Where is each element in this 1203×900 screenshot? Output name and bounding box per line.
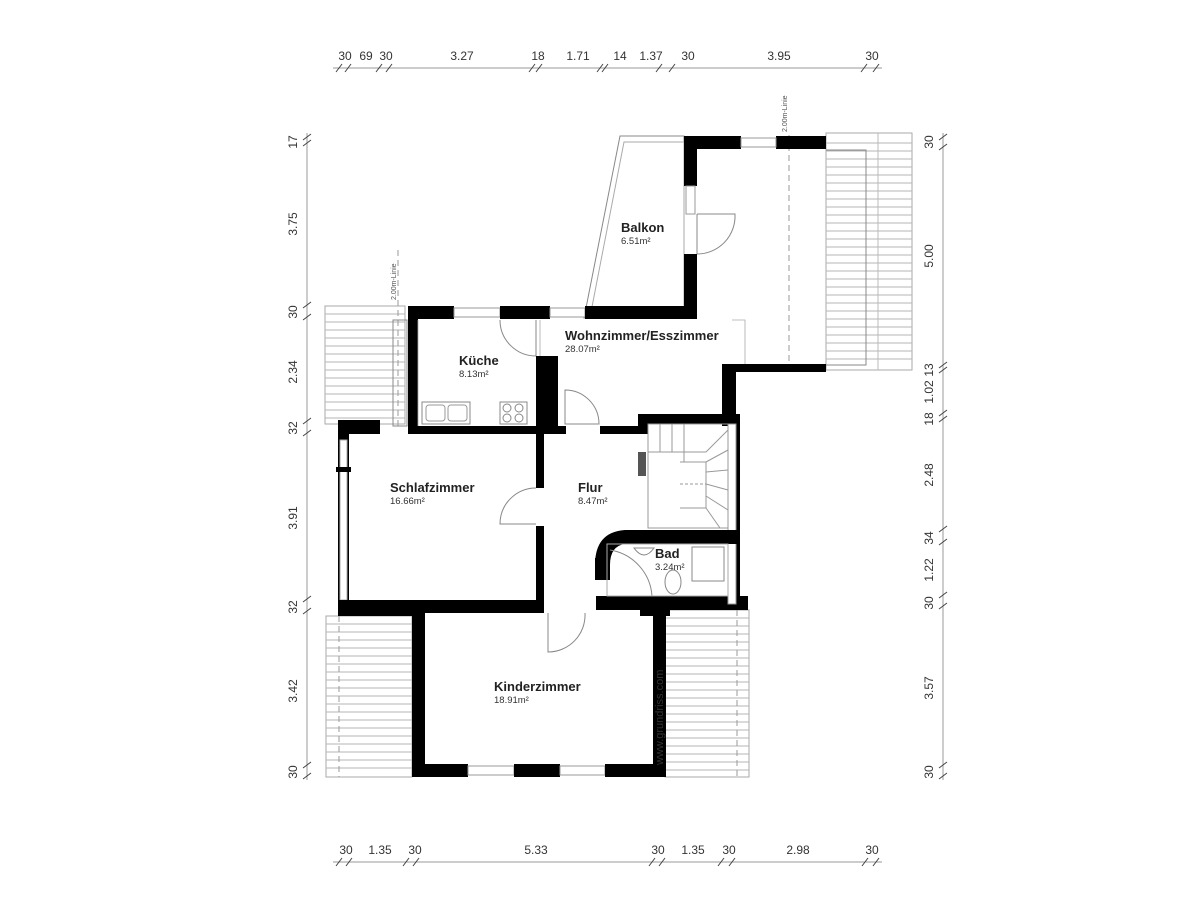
dim-top-2: 30 [379,49,393,63]
dimension-left: 17 3.75 30 2.34 32 3.91 32 3.42 30 [286,133,312,780]
room-bad: Bad 3.24m² [655,546,685,573]
room-schlafzimmer: Schlafzimmer 16.66m² [390,480,475,507]
dim-bottom-3: 5.33 [524,843,548,857]
dim-bottom-1: 1.35 [368,843,392,857]
dim-left-6: 32 [286,600,300,614]
dim-left-8: 30 [286,765,300,779]
roof-hatch-bottom-left [325,615,413,778]
roof-hatch-bottom-right [664,609,750,778]
room-name-wohnzimmer: Wohnzimmer/Esszimmer [565,328,719,343]
dim-right-2: 13 [922,363,936,377]
dim-right-1: 5.00 [922,244,936,268]
room-area-kinderzimmer: 18.91m² [494,695,529,706]
dim-top-5: 1.71 [566,49,590,63]
dim-bottom-4: 30 [651,843,665,857]
door-kitchen [499,319,537,357]
room-area-schlafzimmer: 16.66m² [390,496,425,507]
dim-right-8: 30 [922,596,936,610]
line-2m-label-left: 2.00m-Linie [391,263,398,300]
dim-right-4: 18 [922,412,936,426]
inner-lines [417,319,746,426]
room-name-balkon: Balkon [621,220,664,235]
dim-bottom-7: 2.98 [786,843,810,857]
dim-right-5: 2.48 [922,463,936,487]
dim-top-7: 1.37 [639,49,663,63]
dimension-right: 30 5.00 13 1.02 18 2.48 34 1.22 30 3.57 … [922,133,948,780]
room-name-flur: Flur [578,480,603,495]
dim-left-1: 3.75 [286,212,300,236]
dim-bottom-2: 30 [408,843,422,857]
dim-left-7: 3.42 [286,679,300,703]
room-area-flur: 8.47m² [578,496,608,507]
room-wohnzimmer: Wohnzimmer/Esszimmer 28.07m² [565,328,719,355]
room-area-wohnzimmer: 28.07m² [565,344,600,355]
dimension-bottom: 30 1.35 30 5.33 30 1.35 30 2.98 30 [333,843,882,867]
dim-left-4: 32 [286,421,300,435]
dim-top-3: 3.27 [450,49,474,63]
kitchen-fixtures [421,401,528,425]
walls [336,136,826,777]
dim-right-6: 34 [922,531,936,545]
dim-left-3: 2.34 [286,360,300,384]
roof-hatch-top-right [825,132,913,371]
dim-right-9: 3.57 [922,676,936,700]
room-kueche: Küche 8.13m² [459,353,499,380]
doors [499,213,736,653]
dim-top-1: 69 [359,49,373,63]
dim-left-5: 3.91 [286,506,300,530]
dim-top-4: 18 [531,49,545,63]
dim-bottom-6: 30 [722,843,736,857]
room-name-bad: Bad [655,546,680,561]
room-balkon: Balkon 6.51m² [621,220,664,247]
dimension-top: 30 69 30 3.27 18 1.71 14 1.37 30 3.95 30 [333,49,882,73]
bathroom-fixtures [606,543,729,597]
room-name-schlafzimmer: Schlafzimmer [390,480,475,495]
watermark: www.grundriss.com [654,670,666,766]
dim-left-0: 17 [286,135,300,149]
staircase [647,423,729,529]
room-kinderzimmer: Kinderzimmer 18.91m² [494,679,581,706]
dim-right-7: 1.22 [922,558,936,582]
dim-top-8: 30 [681,49,695,63]
room-flur: Flur 8.47m² [578,480,608,507]
room-area-balkon: 6.51m² [621,236,651,247]
room-area-bad: 3.24m² [655,562,685,573]
dim-top-0: 30 [338,49,352,63]
dim-right-0: 30 [922,135,936,149]
dim-bottom-0: 30 [339,843,353,857]
roof-hatch-left-kitchen [324,250,408,430]
dim-right-3: 1.02 [922,380,936,404]
dim-top-6: 14 [613,49,627,63]
dim-left-2: 30 [286,305,300,319]
room-area-kueche: 8.13m² [459,369,489,380]
room-name-kueche: Küche [459,353,499,368]
dim-top-10: 30 [865,49,879,63]
room-name-kinderzimmer: Kinderzimmer [494,679,581,694]
dim-right-10: 30 [922,765,936,779]
line-2m-label-right: 2.00m-Linie [782,95,789,132]
dim-bottom-8: 30 [865,843,879,857]
dim-bottom-5: 1.35 [681,843,705,857]
dim-top-9: 3.95 [767,49,791,63]
